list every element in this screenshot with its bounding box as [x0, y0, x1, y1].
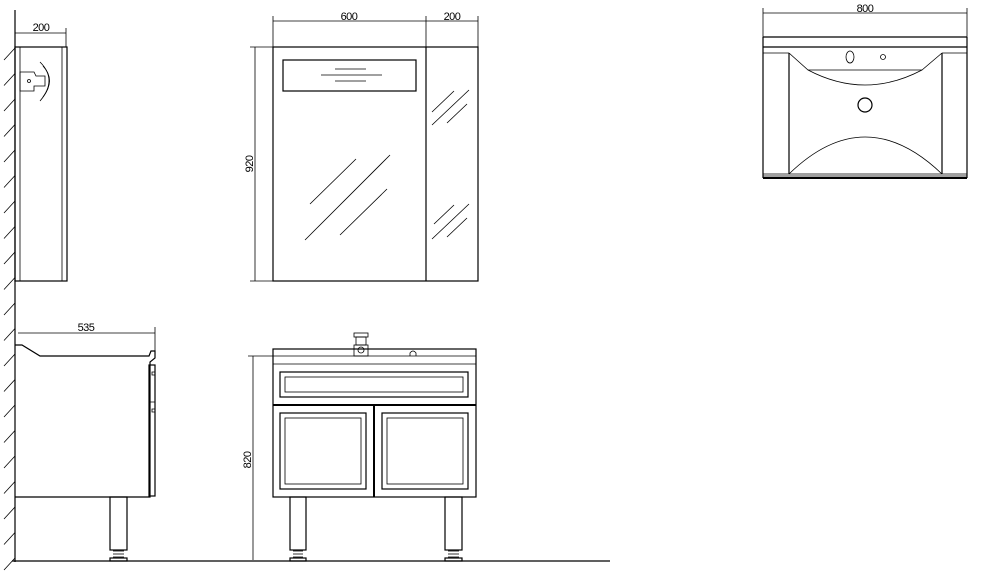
hatch-mark: [3, 532, 16, 545]
faucet-icon: [353, 332, 369, 357]
hatch-mark: [3, 379, 16, 392]
hatch-mark: [3, 251, 16, 265]
mirror-height-label: 920: [244, 155, 256, 172]
hatch-mark: [3, 73, 16, 86]
mirror-reflection: [304, 89, 470, 241]
basin-width-label: 800: [857, 3, 874, 15]
mirror-side-width-label: 200: [444, 11, 461, 23]
hatch-mark: [3, 277, 16, 290]
mirror-front-view: 600 200 920: [244, 11, 479, 282]
hatch-mark: [3, 353, 16, 367]
left-door: [279, 412, 367, 490]
hatch-mark: [3, 124, 16, 137]
hatch-mark: [3, 175, 16, 188]
drawer-front: [279, 371, 469, 398]
mirror-depth-label: 200: [33, 22, 50, 34]
cabinet-depth-label: 535: [78, 322, 95, 334]
hinge-icon: [19, 71, 46, 92]
hatch-mark: [3, 481, 16, 494]
hatch-mark: [3, 98, 16, 112]
mirror-width-label: 600: [341, 11, 358, 23]
hatch-mark: [3, 328, 16, 341]
right-door: [381, 412, 469, 490]
mirror-side-view: 200: [14, 22, 68, 282]
hatch-mark: [3, 302, 16, 316]
cabinet-side-view: 535: [15, 322, 156, 562]
hatch-mark: [3, 200, 16, 214]
cabinet-front-view: 820: [242, 332, 477, 562]
cabinet-height-label: 820: [242, 451, 254, 468]
light-box: [282, 59, 417, 92]
basin-top-view: 800: [762, 3, 968, 179]
hatch-mark: [3, 506, 16, 520]
hatch-mark: [3, 455, 16, 469]
wall: [3, 10, 16, 571]
hatch-mark: [3, 404, 16, 418]
hatch-mark: [3, 226, 16, 239]
hatch-mark: [3, 430, 16, 443]
hatch-mark: [3, 557, 16, 571]
hatch-mark: [3, 149, 16, 163]
hatch-mark: [3, 47, 16, 61]
